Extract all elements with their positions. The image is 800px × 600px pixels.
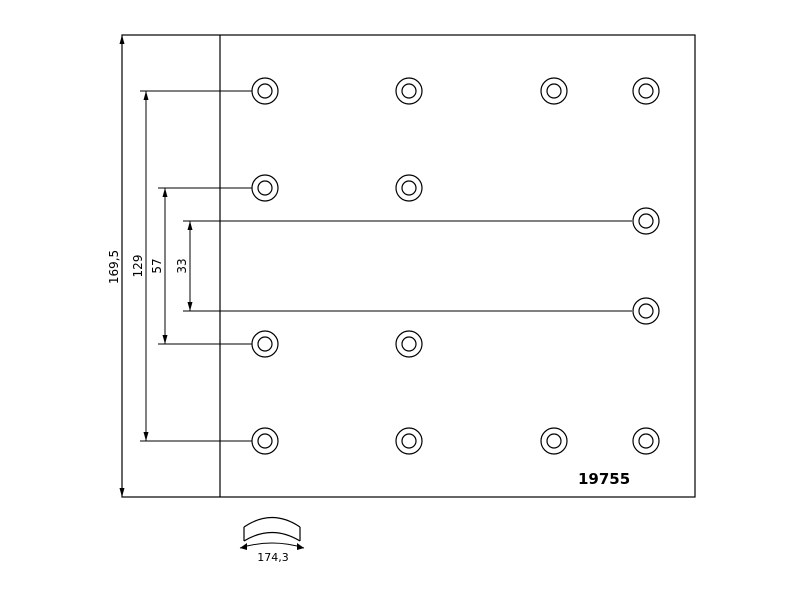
rivet-hole bbox=[540, 427, 568, 455]
arc-length-symbol: 174,3 bbox=[239, 516, 305, 564]
rivet-hole bbox=[632, 77, 660, 105]
dimension-middle-rivet-span-label: 57 bbox=[150, 258, 164, 273]
rivet-hole bbox=[540, 77, 568, 105]
dimension-inner-rivet-span: 33 bbox=[175, 220, 632, 312]
rivet-hole bbox=[395, 427, 423, 455]
dimension-outer-rivet-span: 129 bbox=[131, 90, 252, 442]
dimension-inner-rivet-span-label: 33 bbox=[175, 258, 189, 273]
rivet-hole bbox=[632, 207, 660, 235]
rivet-hole bbox=[395, 77, 423, 105]
dimension-overall-height-label: 169,5 bbox=[107, 250, 121, 284]
rivet-hole bbox=[251, 174, 279, 202]
arc-length-label: 174,3 bbox=[257, 551, 289, 564]
dimension-outer-rivet-span-label: 129 bbox=[131, 255, 145, 278]
part-number: 19755 bbox=[578, 470, 630, 488]
rivet-hole bbox=[632, 297, 660, 325]
dimension-overall-height: 169,5 bbox=[107, 35, 125, 497]
rivet-hole bbox=[632, 427, 660, 455]
rivet-hole bbox=[251, 77, 279, 105]
rivet-hole bbox=[395, 174, 423, 202]
rivet-hole bbox=[395, 330, 423, 358]
dimension-middle-rivet-span: 57 bbox=[150, 187, 252, 345]
rivet-hole bbox=[251, 330, 279, 358]
rivet-hole bbox=[251, 427, 279, 455]
